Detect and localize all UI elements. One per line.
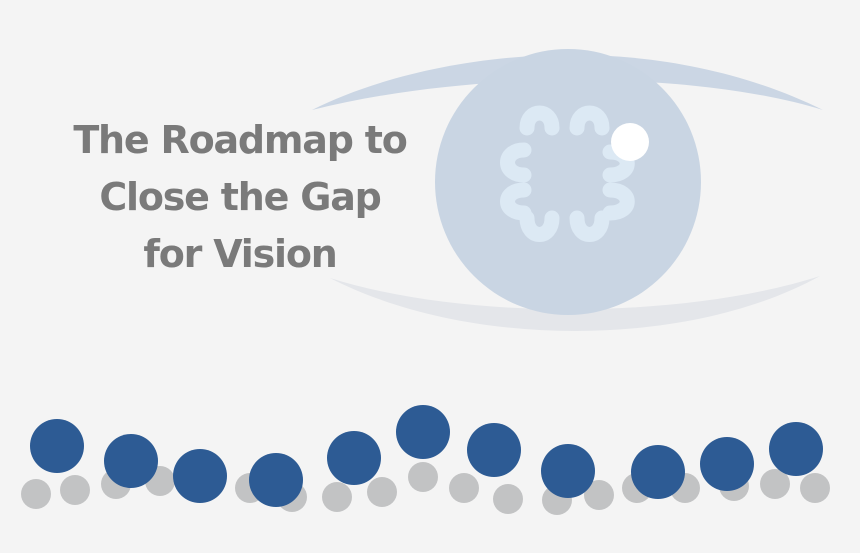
title-line-3: for Vision — [143, 232, 337, 276]
title-line-2: Close the Gap — [99, 175, 381, 219]
upper-eyelid — [312, 54, 823, 110]
page-title: The Roadmap to Close the Gap for Vision — [40, 112, 440, 283]
lower-eyelid — [330, 276, 820, 332]
people-dots-blue — [30, 405, 823, 507]
eye-highlight — [611, 123, 649, 161]
iris — [435, 49, 701, 315]
title-line-1: The Roadmap to — [73, 118, 408, 162]
